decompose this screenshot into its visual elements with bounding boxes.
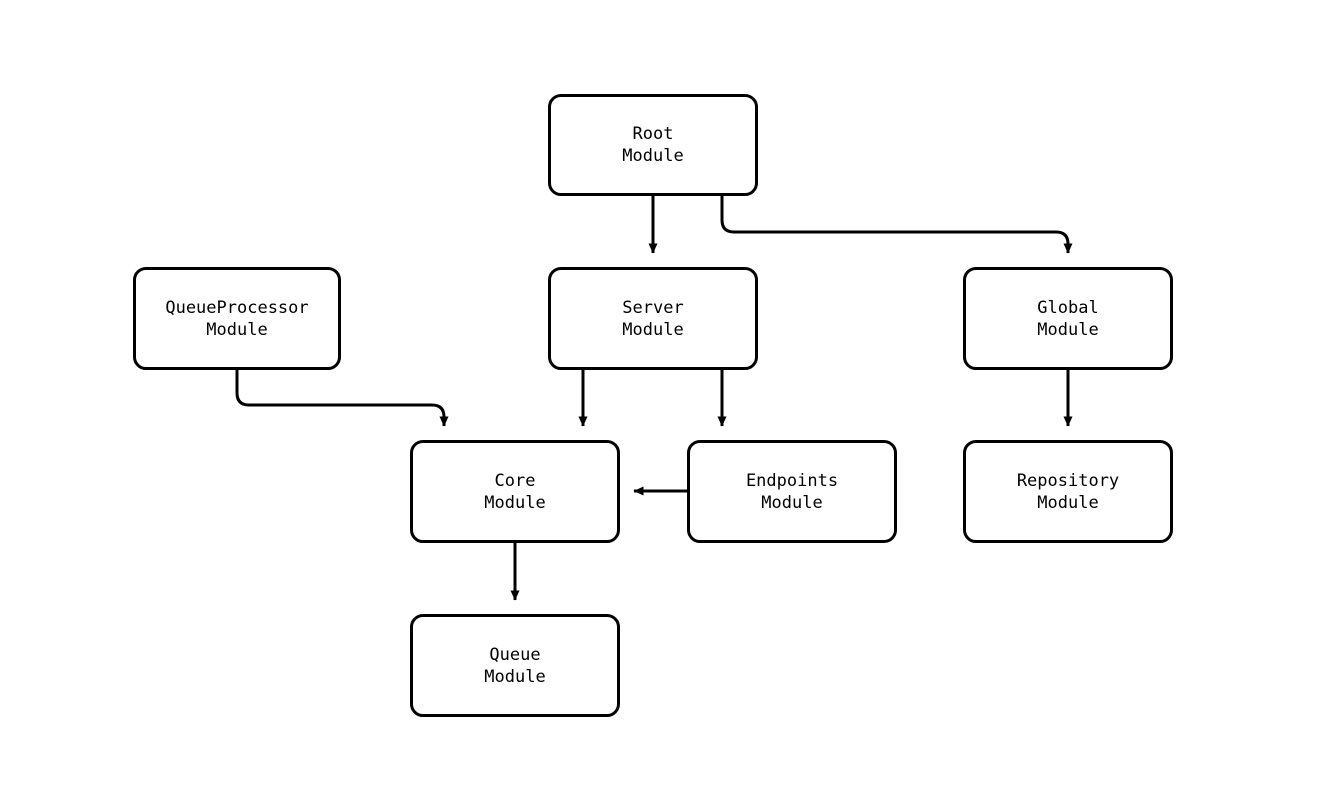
- node-label-line2: Module: [1037, 492, 1099, 513]
- edge-queueprocessor-core: [235, 370, 449, 427]
- node-label-line1: Global: [1037, 297, 1099, 318]
- node-label-line2: Module: [761, 492, 823, 513]
- node-label-line1: Repository: [1016, 470, 1120, 491]
- node-repository-module[interactable]: Repository Module: [963, 440, 1173, 543]
- node-label-line1: Endpoints: [745, 470, 839, 491]
- node-label-line1: Server: [622, 297, 684, 318]
- node-label-line2: Module: [484, 666, 546, 687]
- node-root-module[interactable]: Root Module: [548, 94, 758, 196]
- node-label-line1: QueueProcessor: [165, 297, 309, 318]
- node-label-line2: Module: [622, 319, 684, 340]
- edges-group: [235, 196, 1073, 601]
- node-label-line1: Queue: [489, 644, 541, 665]
- node-queue-module[interactable]: Queue Module: [410, 614, 620, 717]
- node-label-line2: Module: [484, 492, 546, 513]
- node-label-line2: Module: [622, 146, 684, 166]
- node-server-module[interactable]: Server Module: [548, 267, 758, 370]
- node-label-line2: Module: [1037, 319, 1099, 340]
- node-core-module[interactable]: Core Module: [410, 440, 620, 543]
- edge-root-global: [720, 196, 1073, 254]
- node-label-line1: Root: [632, 124, 674, 144]
- node-label-line1: Core: [494, 470, 536, 491]
- node-label-line2: Module: [206, 319, 268, 340]
- node-queueprocessor-module[interactable]: QueueProcessor Module: [133, 267, 341, 370]
- node-global-module[interactable]: Global Module: [963, 267, 1173, 370]
- node-endpoints-module[interactable]: Endpoints Module: [687, 440, 897, 543]
